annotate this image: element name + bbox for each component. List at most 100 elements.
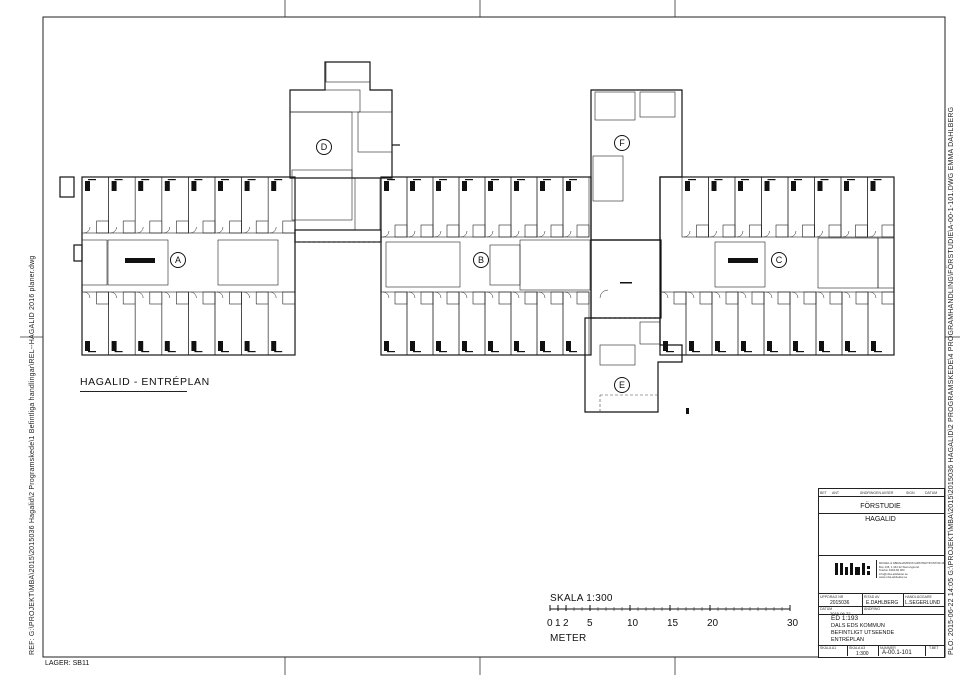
door-swing	[270, 291, 277, 299]
room-label-mark	[847, 179, 855, 181]
door-swing	[137, 291, 144, 299]
bed	[514, 341, 519, 351]
door-swing	[137, 226, 144, 234]
bathroom	[524, 291, 538, 305]
door-swing	[460, 291, 468, 299]
door-swing	[765, 291, 773, 299]
scale-tick-label: 20	[707, 618, 719, 629]
bed	[111, 181, 117, 191]
bed	[566, 341, 571, 351]
wing-label-d: D	[316, 139, 332, 155]
bathroom	[725, 291, 739, 305]
wing-e-room	[599, 344, 636, 366]
room-label-mark	[848, 351, 856, 353]
room-label-mark	[221, 351, 229, 353]
door-swing	[538, 230, 546, 238]
bed	[663, 341, 668, 351]
bathroom	[149, 291, 163, 305]
room-label-mark	[767, 179, 776, 181]
door-swing	[763, 230, 770, 238]
wing-c-service	[877, 237, 895, 289]
wing-label-e: E	[614, 377, 630, 393]
tb-blad-label: T.BET	[929, 646, 939, 650]
wing-a-common	[107, 239, 169, 286]
tb-rule	[818, 496, 944, 497]
connector-ab	[294, 229, 382, 243]
bathroom	[749, 224, 762, 238]
bed	[845, 341, 850, 351]
bed	[462, 181, 467, 191]
door-swing	[869, 230, 876, 238]
tb-description-1: BEFINTLIGT UTSEENDE	[831, 630, 895, 636]
wing-d-outline	[289, 61, 393, 179]
bed	[138, 181, 144, 191]
bed	[791, 181, 796, 191]
room-label-mark	[141, 351, 150, 353]
bathroom	[802, 224, 815, 238]
tb-rev-datum: DATUM	[925, 491, 938, 495]
bathroom	[881, 291, 895, 305]
tb-ritad-value: E.DAHLBERG	[866, 600, 899, 606]
tb-rule	[847, 645, 848, 656]
tb-rule	[818, 513, 944, 514]
door-swing	[687, 291, 695, 299]
room-label-mark	[167, 351, 176, 353]
bathroom	[446, 224, 460, 238]
door-swing	[486, 230, 494, 238]
wing-f-outline	[590, 89, 683, 241]
door-swing	[710, 230, 717, 238]
bathroom	[446, 291, 460, 305]
bathroom	[282, 220, 296, 234]
scale-tick-label: 5	[587, 618, 593, 629]
company-logo	[835, 563, 870, 575]
company-line: www.mba-arkitekter.se	[879, 575, 908, 580]
door-swing	[739, 291, 747, 299]
room-label-mark	[88, 179, 96, 181]
wing-d-top-room	[325, 61, 371, 83]
wing-label-c: C	[771, 252, 787, 268]
wing-d-hall	[289, 111, 353, 179]
door-swing	[270, 226, 277, 234]
door-swing	[216, 291, 224, 299]
door-swing	[216, 226, 224, 234]
room-label-mark	[796, 351, 804, 353]
door-swing	[163, 291, 171, 299]
room	[267, 176, 296, 234]
bathroom	[255, 291, 269, 305]
door-swing	[736, 230, 744, 238]
room-label-mark	[744, 351, 752, 353]
bed	[767, 341, 772, 351]
room-label-mark	[114, 179, 123, 181]
wing-label-a: A	[170, 252, 186, 268]
bed	[384, 341, 389, 351]
plan-furniture	[85, 179, 882, 414]
bathroom	[498, 291, 512, 305]
wing-f-office	[639, 91, 676, 118]
bathroom	[394, 291, 408, 305]
door-swing	[382, 230, 390, 238]
room-label-mark	[387, 179, 395, 181]
bed	[164, 181, 170, 191]
room-label-mark	[794, 179, 802, 181]
bed	[384, 181, 389, 191]
bathroom	[96, 220, 109, 234]
room-label-mark	[274, 351, 283, 353]
tb-rule	[862, 593, 863, 614]
title-block	[818, 488, 945, 658]
room-label-mark	[874, 351, 882, 353]
tb-client: DALS EDS KOMMUN	[831, 623, 885, 629]
hub-label-mark	[620, 282, 632, 284]
bathroom	[696, 224, 709, 238]
room-label-mark	[491, 179, 499, 181]
plan-dashed-lines	[295, 241, 660, 412]
room	[867, 176, 895, 238]
tb-andring-label: ÄNDRING	[864, 607, 881, 611]
wing-d-rooms	[289, 89, 361, 113]
room-label-mark	[714, 179, 723, 181]
bathroom	[722, 224, 736, 238]
room-label-mark	[221, 179, 229, 181]
bed	[218, 181, 223, 191]
door-swing	[434, 291, 442, 299]
scale-tick-label: 10	[627, 618, 639, 629]
